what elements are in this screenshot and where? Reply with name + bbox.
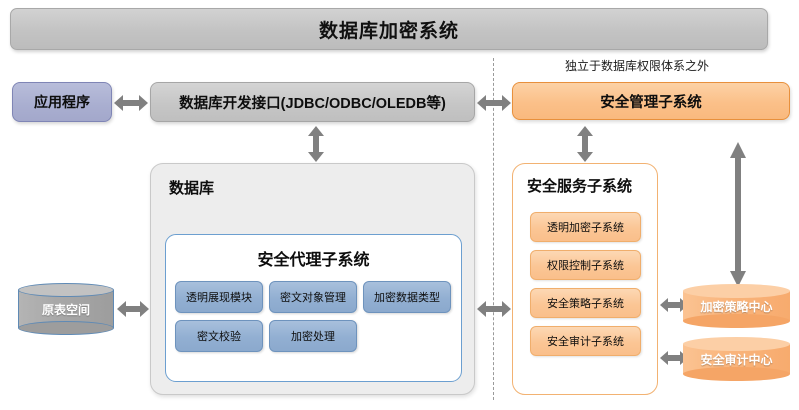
arrow-management-service <box>575 126 595 162</box>
arrow-database-service <box>477 299 511 319</box>
service-item-transparent-encryption[interactable]: 透明加密子系统 <box>530 212 641 242</box>
module-label: 加密处理 <box>291 331 335 343</box>
security-management-subsystem-label: 安全管理子系统 <box>600 94 702 111</box>
module-label: 透明展现模块 <box>186 292 252 304</box>
cylinder-bottom <box>683 314 790 328</box>
arrow-application-interface <box>114 93 148 113</box>
system-title-bar: 数据库加密系统 <box>10 8 768 50</box>
agent-module-ciphertext-object-mgmt[interactable]: 密文对象管理 <box>269 281 357 313</box>
encryption-policy-center-cylinder[interactable]: 加密策略中心 <box>683 284 790 328</box>
encryption-policy-center-label: 加密策略中心 <box>700 299 773 314</box>
security-audit-center-label: 安全审计中心 <box>700 352 773 367</box>
security-service-subsystem-title: 安全服务子系统 <box>527 178 633 195</box>
database-interface-box[interactable]: 数据库开发接口(JDBC/ODBC/OLEDB等) <box>150 82 475 122</box>
security-audit-center-cylinder[interactable]: 安全审计中心 <box>683 337 790 381</box>
agent-module-encryption-processing[interactable]: 加密处理 <box>269 320 357 352</box>
agent-module-grid: 透明展现模块 密文对象管理 加密数据类型 密文校验 加密处理 <box>175 281 455 352</box>
arrow-audit-subsystem-audit-center <box>660 349 688 367</box>
independence-annotation: 独立于数据库权限体系之外 <box>565 59 710 73</box>
original-tablespace-cylinder[interactable]: 原表空间 <box>18 283 114 335</box>
service-item-list: 透明加密子系统 权限控制子系统 安全策略子系统 安全审计子系统 <box>530 212 641 356</box>
original-tablespace-label: 原表空间 <box>41 302 90 317</box>
arrow-interface-database <box>306 126 326 162</box>
page-title: 数据库加密系统 <box>318 20 459 42</box>
arrow-interface-management <box>477 93 511 113</box>
module-label: 密文对象管理 <box>280 292 346 304</box>
database-label: 数据库 <box>169 180 215 197</box>
service-item-security-policy[interactable]: 安全策略子系统 <box>530 288 641 318</box>
security-management-subsystem-box[interactable]: 安全管理子系统 <box>512 82 790 120</box>
module-label: 密文校验 <box>197 331 241 343</box>
section-divider <box>493 58 494 400</box>
service-item-privilege-control[interactable]: 权限控制子系统 <box>530 250 641 280</box>
application-box[interactable]: 应用程序 <box>12 82 112 122</box>
service-item-label: 权限控制子系统 <box>547 260 624 272</box>
cylinder-top <box>18 283 114 297</box>
security-agent-subsystem-box: 安全代理子系统 透明展现模块 密文对象管理 加密数据类型 密文校验 加密处理 <box>165 234 462 382</box>
database-container: 数据库 安全代理子系统 透明展现模块 密文对象管理 加密数据类型 密文校验 加密… <box>150 163 475 395</box>
module-label: 加密数据类型 <box>374 292 440 304</box>
service-item-label: 安全审计子系统 <box>547 336 624 348</box>
security-agent-subsystem-title: 安全代理子系统 <box>257 252 370 269</box>
arrow-tablespace-database <box>117 299 149 319</box>
cylinder-top <box>683 284 790 298</box>
agent-module-transparent-display[interactable]: 透明展现模块 <box>175 281 263 313</box>
service-item-label: 安全策略子系统 <box>547 298 624 310</box>
application-label: 应用程序 <box>34 94 90 110</box>
cylinder-bottom <box>683 367 790 381</box>
arrow-management-policy-center <box>729 142 747 287</box>
agent-module-ciphertext-verify[interactable]: 密文校验 <box>175 320 263 352</box>
service-item-label: 透明加密子系统 <box>547 222 624 234</box>
arrow-policy-subsystem-policy-center <box>660 296 688 314</box>
database-interface-label: 数据库开发接口(JDBC/ODBC/OLEDB等) <box>179 95 446 112</box>
cylinder-bottom <box>18 321 114 335</box>
cylinder-top <box>683 337 790 351</box>
service-item-security-audit[interactable]: 安全审计子系统 <box>530 326 641 356</box>
agent-module-encrypted-data-type[interactable]: 加密数据类型 <box>363 281 451 313</box>
security-service-subsystem-container: 安全服务子系统 透明加密子系统 权限控制子系统 安全策略子系统 安全审计子系统 <box>512 163 658 395</box>
